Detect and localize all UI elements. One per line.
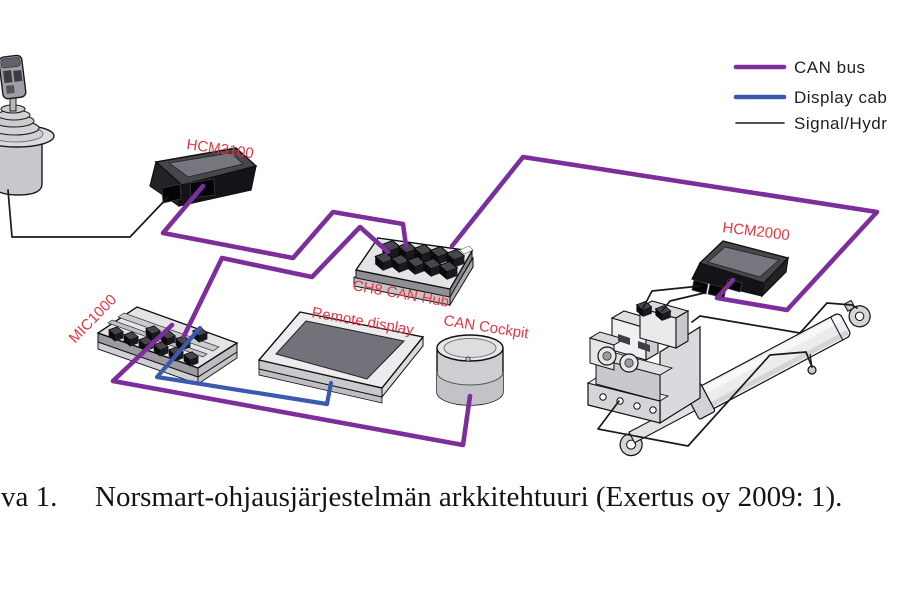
figure-caption-text: Norsmart-ohjausjärjestelmän arkkitehtuur…	[95, 481, 843, 513]
display-cable-wire	[154, 325, 334, 407]
can-bus-wire-hub-hcm2000	[449, 154, 880, 313]
signal-wire-hcm2000-valve-1	[642, 285, 701, 309]
legend: CAN bus Display cab Signal/Hydr	[733, 58, 887, 133]
remote-display	[257, 311, 425, 404]
joystick-grip	[0, 54, 27, 100]
figure-number: va 1.	[1, 481, 58, 513]
can-bus-wire-hcm3100-hub	[160, 183, 409, 261]
legend-can-bus-label: CAN bus	[794, 58, 866, 77]
can-cockpit	[436, 334, 504, 406]
signal-wire-valve-cylinder-top	[691, 302, 858, 334]
signal-wire-hcm2000-valve-2	[661, 292, 705, 312]
legend-display-cable-label: Display cab	[794, 88, 887, 107]
label-hcm2000: HCM2000	[722, 219, 791, 244]
valve-block	[586, 300, 701, 425]
signal-wire-joystick-hcm3100	[7, 189, 169, 238]
signal-wire-valve-cylinder-port	[597, 351, 813, 447]
can-bus-wire-mic1000-hub	[181, 224, 391, 339]
joystick	[0, 54, 55, 196]
hcm2000-module	[691, 240, 790, 299]
can-bus-wire-mic1000-cockpit	[110, 322, 473, 448]
legend-signal-label: Signal/Hydr	[794, 114, 887, 133]
